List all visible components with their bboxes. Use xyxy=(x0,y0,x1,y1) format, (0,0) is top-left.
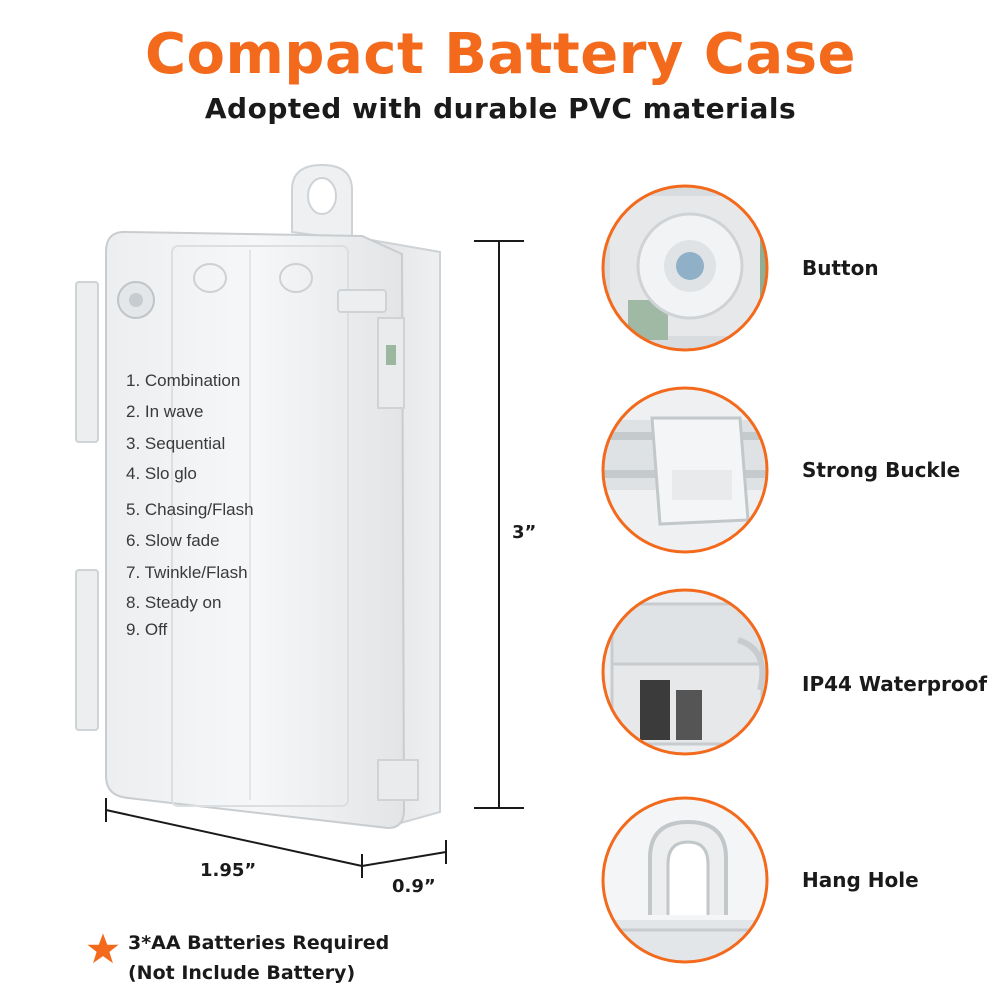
star-icon xyxy=(87,933,119,964)
battery-note-line1: 3*AA Batteries Required xyxy=(128,932,390,954)
page-subtitle: Adopted with durable PVC materials xyxy=(204,92,797,125)
depth-dimension: 0.9” xyxy=(392,876,436,897)
page-title: Compact Battery Case xyxy=(144,22,857,87)
hang-hole-closeup-icon xyxy=(601,796,769,964)
mode-item: 4. Slo glo xyxy=(126,464,197,483)
mode-item: 1. Combination xyxy=(126,371,240,390)
height-dimension: 3” xyxy=(512,522,537,543)
mode-list: 1. Combination 2. In wave 3. Sequential … xyxy=(126,371,254,639)
battery-note-line2: (Not Include Battery) xyxy=(128,962,356,984)
feature-label-waterproof: IP44 Waterproof xyxy=(802,672,988,696)
feature-label-button: Button xyxy=(802,256,879,280)
button-closeup-icon xyxy=(601,184,769,352)
mode-item: 2. In wave xyxy=(126,402,204,421)
waterproof-closeup-icon xyxy=(601,588,769,756)
mode-item: 6. Slow fade xyxy=(126,531,220,550)
battery-case: 1. Combination 2. In wave 3. Sequential … xyxy=(75,163,441,830)
mode-item: 3. Sequential xyxy=(126,434,225,453)
depth-dimension-line xyxy=(361,840,447,867)
height-dimension-line xyxy=(474,240,524,809)
width-dimension: 1.95” xyxy=(200,860,257,881)
mode-item: 5. Chasing/Flash xyxy=(126,500,254,519)
mode-item: 8. Steady on xyxy=(126,593,221,612)
mode-item: 7. Twinkle/Flash xyxy=(126,563,248,582)
buckle-closeup-icon xyxy=(601,386,769,554)
mode-item: 9. Off xyxy=(126,620,168,639)
feature-label-hang-hole: Hang Hole xyxy=(802,868,919,892)
feature-label-buckle: Strong Buckle xyxy=(802,458,961,482)
battery-note: 3*AA Batteries Required (Not Include Bat… xyxy=(128,928,389,988)
